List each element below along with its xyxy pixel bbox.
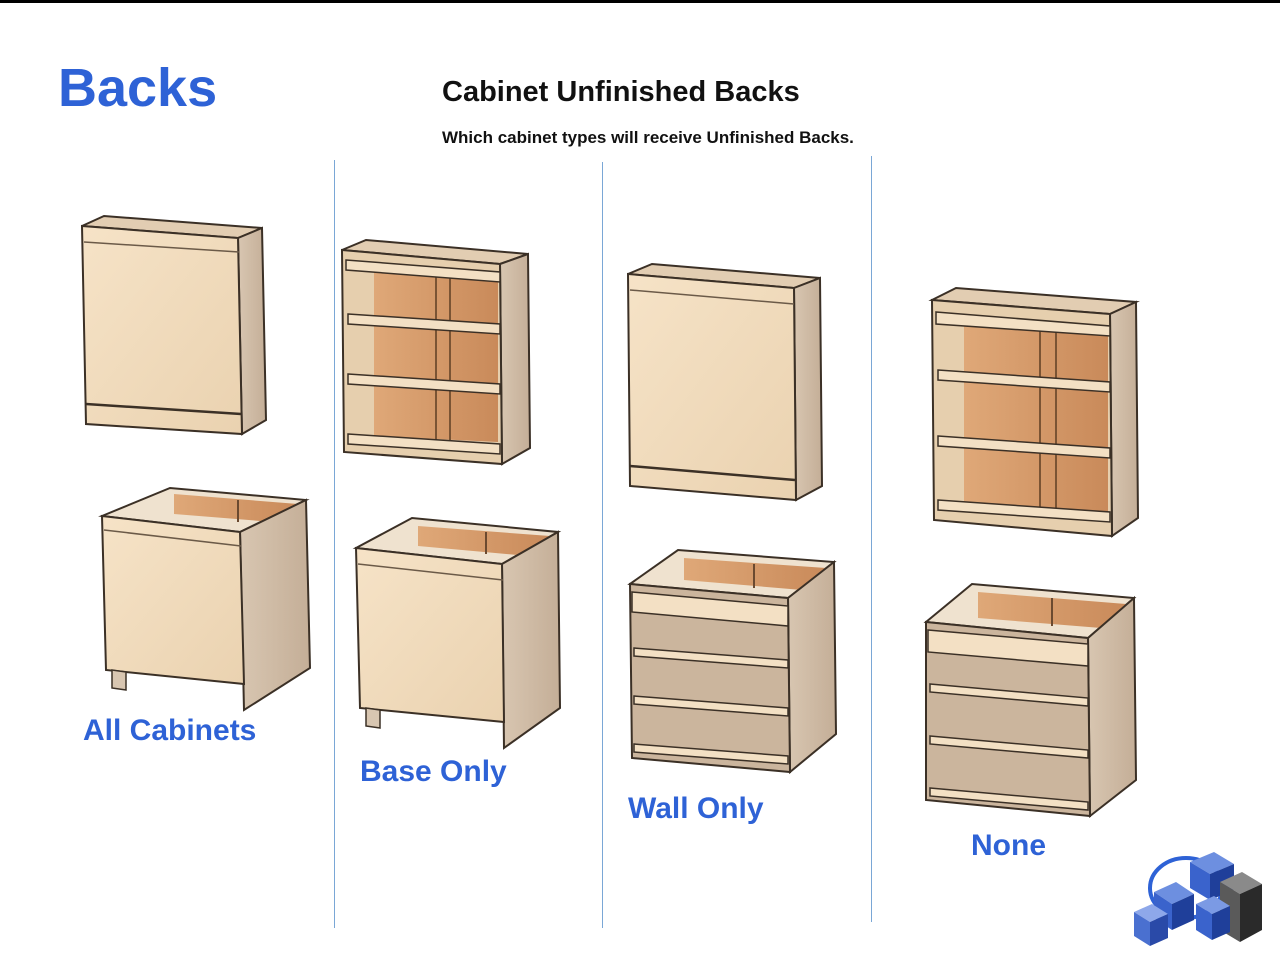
option-wall-only[interactable]: Wall Only [628,791,764,827]
all-cabinets-wall-cabinet [78,212,274,440]
base-only-wall-cabinet [340,236,534,470]
wall-only-base-cabinet [626,544,840,776]
none-wall-cabinet [930,286,1142,540]
slide-heading: Cabinet Unfinished Backs [442,74,800,110]
none-base-cabinet [920,580,1140,820]
all-cabinets-base-cabinet [98,484,316,716]
page-title: Backs [58,56,217,120]
base-only-base-cabinet [352,512,566,752]
option-all-cabinets[interactable]: All Cabinets [83,713,256,749]
column-divider-1 [334,160,335,928]
wall-only-wall-cabinet [624,260,826,504]
slide-subheading: Which cabinet types will receive Unfinis… [442,127,854,149]
column-divider-3 [871,156,872,922]
company-cube-logo-icon [1130,842,1270,952]
top-rule [0,0,1280,3]
option-none[interactable]: None [971,828,1046,864]
column-divider-2 [602,162,603,928]
option-base-only[interactable]: Base Only [360,754,507,790]
